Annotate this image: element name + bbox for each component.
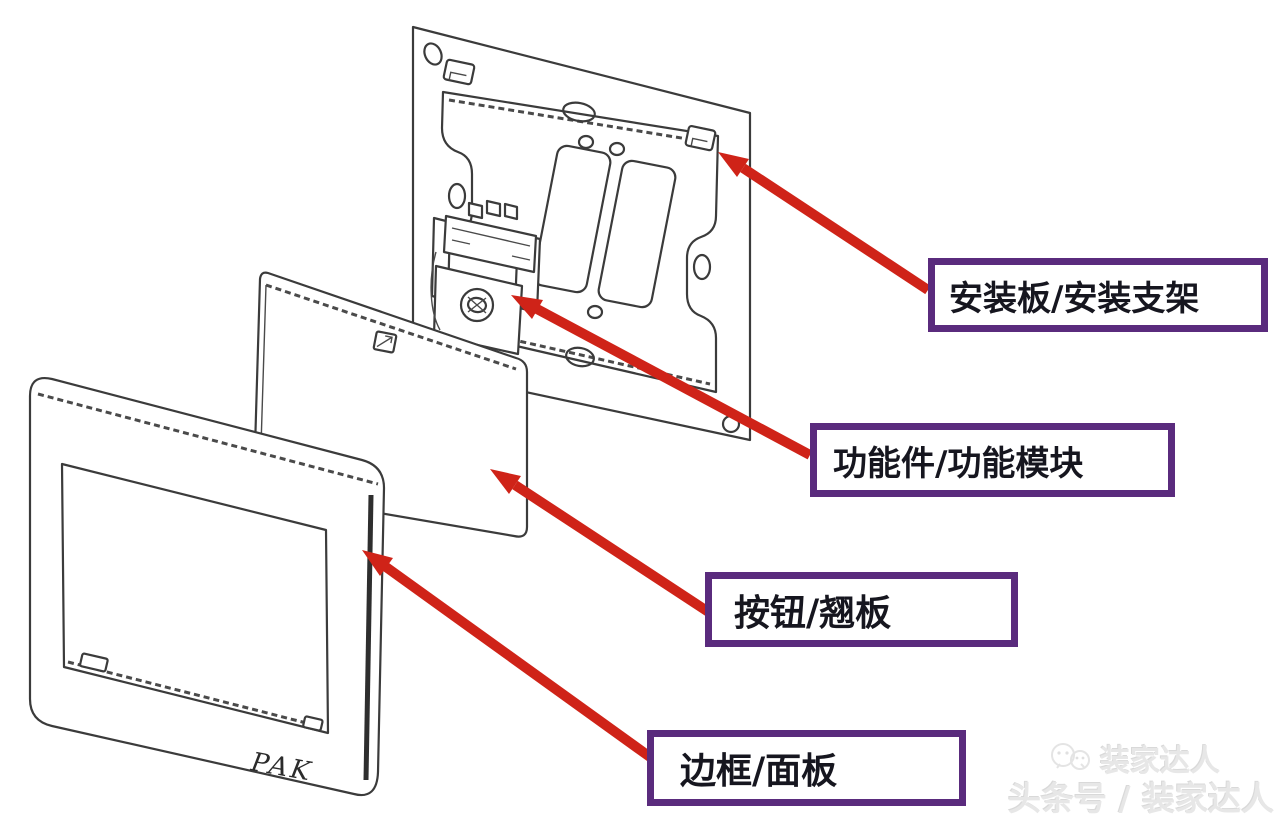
- label-rocker-button: 按钮/翘板: [705, 572, 1018, 647]
- watermark-logo-icon: [1051, 743, 1090, 770]
- arrow-to-function-module: [511, 295, 813, 460]
- label-function-module: 功能件/功能模块: [810, 423, 1175, 497]
- arrow-to-frame-panel: [362, 550, 653, 762]
- watermark-line1: 装家达人: [1048, 736, 1220, 780]
- watermark-line2: 头条号 / 装家达人: [1008, 779, 1275, 818]
- arrow-to-rocker-button: [490, 469, 713, 618]
- arrow-to-mounting-plate: [718, 152, 931, 295]
- leader-arrows: [362, 152, 931, 762]
- watermark-brand-text: 装家达人: [1100, 744, 1220, 779]
- label-frame-panel: 边框/面板: [647, 730, 966, 806]
- label-mounting-plate: 安装板/安装支架: [928, 258, 1268, 332]
- frame-panel-drawing: PAK: [28, 377, 386, 797]
